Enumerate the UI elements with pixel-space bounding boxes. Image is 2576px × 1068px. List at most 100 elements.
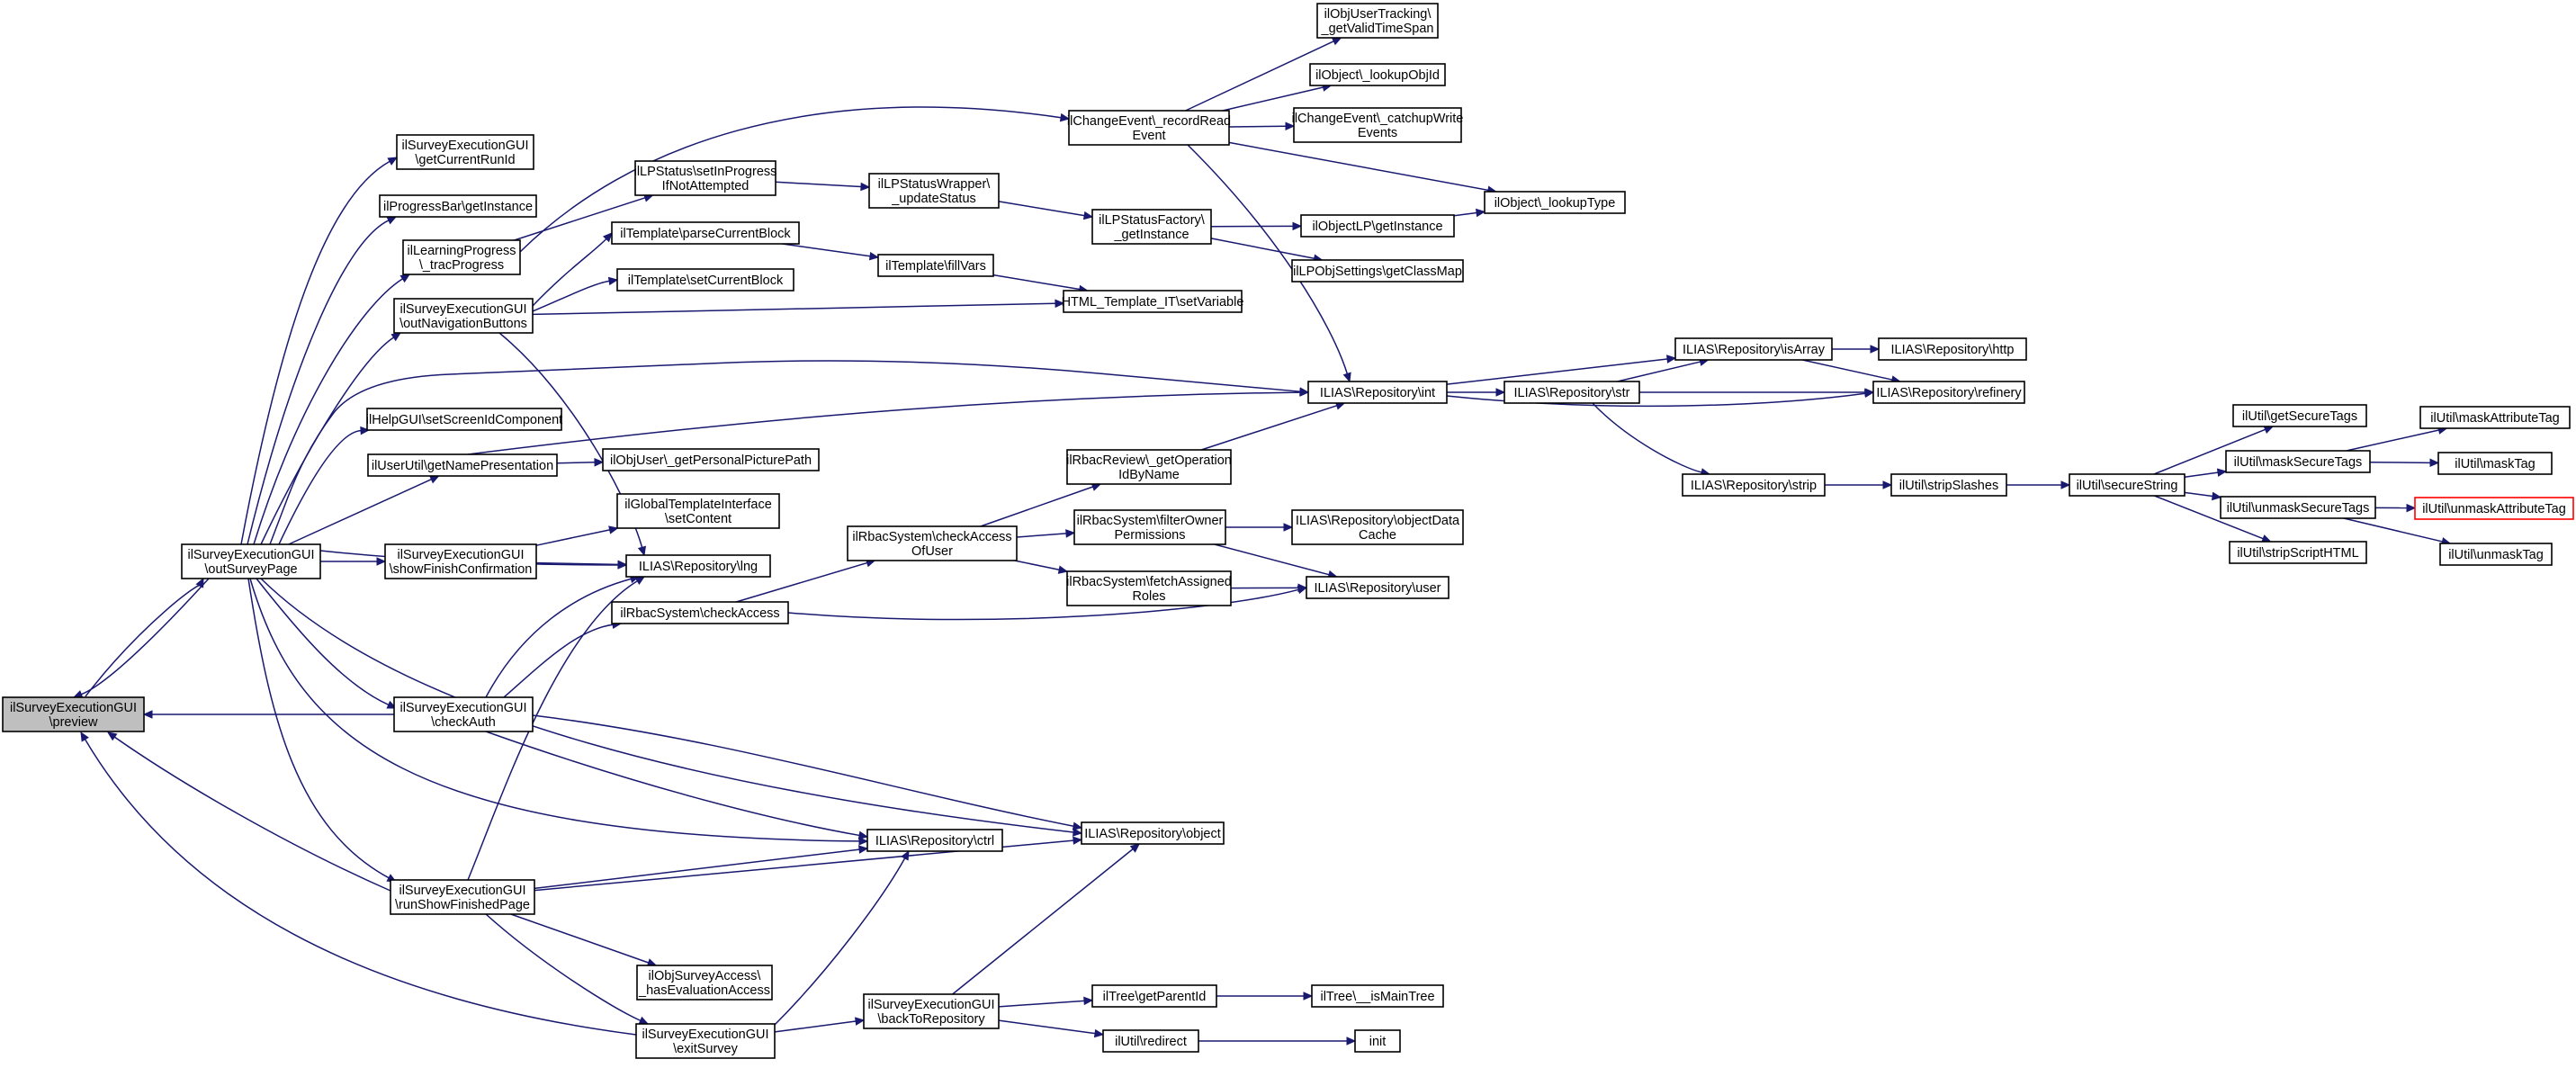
node-box [2232, 404, 2367, 427]
node-getNamePresentation[interactable]: ilUserUtil\getNamePresentation [367, 453, 558, 477]
node-backToRepository[interactable]: ilSurveyExecutionGUI\backToRepository [863, 993, 1000, 1029]
node-stripSlashes[interactable]: ilUtil\stripSlashes [1890, 473, 2007, 497]
node-unmaskTag[interactable]: ilUtil\unmaskTag [2439, 543, 2553, 566]
node-box [2069, 473, 2186, 497]
node-ctrl[interactable]: ILIAS\Repository\ctrl [866, 829, 1003, 852]
edge-redirect-to-init [1198, 1037, 1357, 1046]
node-checkAuth[interactable]: ilSurveyExecutionGUI\checkAuth [393, 696, 534, 732]
node-http[interactable]: ILIAS\Repository\http [1878, 337, 2027, 361]
node-lpStatusFactory[interactable]: ilLPStatusFactory\_getInstance [1091, 209, 1212, 245]
node-getClassMap[interactable]: ilLPObjSettings\getClassMap [1291, 259, 1464, 283]
node-lookupType[interactable]: ilObject\_lookupType [1484, 191, 1626, 214]
node-objectLPGetInstance[interactable]: ilObjectLP\getInstance [1300, 214, 1455, 238]
node-object[interactable]: ILIAS\Repository\object [1081, 821, 1225, 845]
node-lng[interactable]: ILIAS\Repository\lng [625, 554, 771, 578]
node-getCurrentRunId[interactable]: ilSurveyExecutionGUI\getCurrentRunId [396, 134, 534, 170]
edge-line [998, 1019, 1096, 1035]
node-label: ilUtil\getSecureTags [2242, 409, 2357, 424]
edge-line [485, 913, 642, 1021]
edge-line [532, 302, 1056, 316]
node-label: ilLPStatusFactory\ [1099, 213, 1206, 228]
node-label: ilObjectLP\getInstance [1312, 220, 1442, 234]
node-parseCurrentBlock[interactable]: ilTemplate\parseCurrentBlock [611, 221, 800, 245]
node-user[interactable]: ILIAS\Repository\user [1306, 576, 1450, 599]
node-label: ILIAS\Repository\refinery [1876, 386, 2022, 400]
node-unmaskAttributeTag[interactable]: ilUtil\unmaskAttributeTag [2414, 497, 2574, 520]
edge-line [735, 561, 867, 603]
node-getParentId[interactable]: ilTree\getParentId [1091, 984, 1217, 1008]
node-refinery[interactable]: ILIAS\Repository\refinery [1872, 381, 2025, 404]
node-box [181, 543, 321, 579]
node-hasEvaluationAccess[interactable]: ilObjSurveyAccess\_hasEvaluationAccess [636, 965, 773, 1001]
arrowhead-icon [1864, 388, 1875, 397]
node-lookupObjId[interactable]: ilObject\_lookupObjId [1309, 63, 1446, 86]
edge-line [998, 201, 1085, 217]
node-updateStatus[interactable]: ilLPStatusWrapper\_updateStatus [868, 173, 1000, 209]
node-getSecureTags[interactable]: ilUtil\getSecureTags [2232, 404, 2367, 427]
edge-line [2184, 471, 2219, 478]
node-box [1311, 984, 1444, 1008]
edge-line [535, 529, 610, 546]
node-progressBar[interactable]: ilProgressBar\getInstance [379, 194, 537, 218]
node-repoStrip[interactable]: ILIAS\Repository\strip [1682, 473, 1826, 497]
node-getPersonalPicturePath[interactable]: ilObjUser\_getPersonalPicturePath [602, 448, 820, 471]
node-repoInt[interactable]: ILIAS\Repository\int [1307, 381, 1448, 404]
node-maskTag[interactable]: ilUtil\maskTag [2437, 452, 2553, 475]
arrowhead-icon [429, 475, 440, 484]
node-runShowFinishedPage[interactable]: ilSurveyExecutionGUI\runShowFinishedPage [390, 879, 535, 915]
edge-line [84, 739, 637, 1036]
node-label: ilRbacSystem\filterOwner [1077, 514, 1224, 528]
node-checkAccess[interactable]: ilRbacSystem\checkAccess [611, 601, 789, 624]
node-isMainTree[interactable]: ilTree\__isMainTree [1311, 984, 1444, 1008]
edge-line [485, 578, 632, 698]
node-setCurrentBlock[interactable]: ilTemplate\setCurrentBlock [616, 268, 794, 292]
node-preview[interactable]: ilSurveyExecutionGUI\preview [2, 696, 145, 732]
node-unmaskSecureTags[interactable]: ilUtil\unmaskSecureTags [2220, 496, 2376, 519]
arrowhead-icon [901, 849, 910, 861]
node-secureString[interactable]: ilUtil\secureString [2069, 473, 2186, 497]
node-label: ilGlobalTemplateInterface [624, 498, 772, 512]
node-maskSecureTags[interactable]: ilUtil\maskSecureTags [2225, 450, 2371, 473]
edge-line [556, 462, 596, 464]
node-repoStr[interactable]: ILIAS\Repository\str [1503, 381, 1640, 404]
node-tracProgress[interactable]: ilLearningProgress\_tracProgress [402, 239, 521, 275]
edge-outSurveyPage-to-preview [72, 578, 210, 698]
edge-lpStatusSet-to-updateStatus [775, 181, 871, 192]
node-setVariable[interactable]: HTML_Template_IT\setVariable [1062, 290, 1244, 313]
edge-line [532, 238, 607, 307]
arrowhead-icon [1059, 112, 1071, 122]
node-setContent[interactable]: ilGlobalTemplateInterface\setContent [616, 493, 780, 529]
node-box [877, 254, 994, 277]
node-stripScriptHTML[interactable]: ilUtil\stripScriptHTML [2229, 541, 2367, 564]
node-outNavigationButtons[interactable]: ilSurveyExecutionGUI\outNavigationButton… [393, 298, 534, 334]
node-exitSurvey[interactable]: ilSurveyExecutionGUI\exitSurvey [635, 1023, 776, 1059]
node-outSurveyPage[interactable]: ilSurveyExecutionGUI\outSurveyPage [181, 543, 321, 579]
edge-objectLPGetInstance-to-lookupType [1453, 208, 1486, 218]
node-redirect[interactable]: ilUtil\redirect [1102, 1029, 1199, 1053]
node-init[interactable]: init [1354, 1029, 1401, 1053]
edge-line [2153, 428, 2266, 475]
node-label: ilLPStatusWrapper\ [878, 177, 992, 192]
node-label: ilUtil\secureString [2077, 479, 2178, 493]
node-box [1307, 381, 1448, 404]
node-showFinishConfirmation[interactable]: ilSurveyExecutionGUI\showFinishConfirmat… [384, 543, 537, 579]
node-maskAttributeTag[interactable]: ilUtil\maskAttributeTag [2419, 406, 2571, 429]
edge-recordReadEvent-to-lookupType [1228, 141, 1498, 194]
node-fillVars[interactable]: ilTemplate\fillVars [877, 254, 994, 277]
edge-line [269, 360, 1301, 545]
arrowhead-icon [1285, 121, 1296, 130]
edge-line [998, 1000, 1085, 1008]
node-helpGUI[interactable]: ilHelpGUI\setScreenIdComponent [366, 408, 562, 431]
arrowhead-icon [1129, 843, 1141, 853]
node-box [602, 448, 820, 471]
node-getValidTimeSpan[interactable]: ilObjUserTracking\_getValidTimeSpan [1316, 3, 1439, 39]
node-isArray[interactable]: ILIAS\Repository\isArray [1674, 337, 1833, 361]
